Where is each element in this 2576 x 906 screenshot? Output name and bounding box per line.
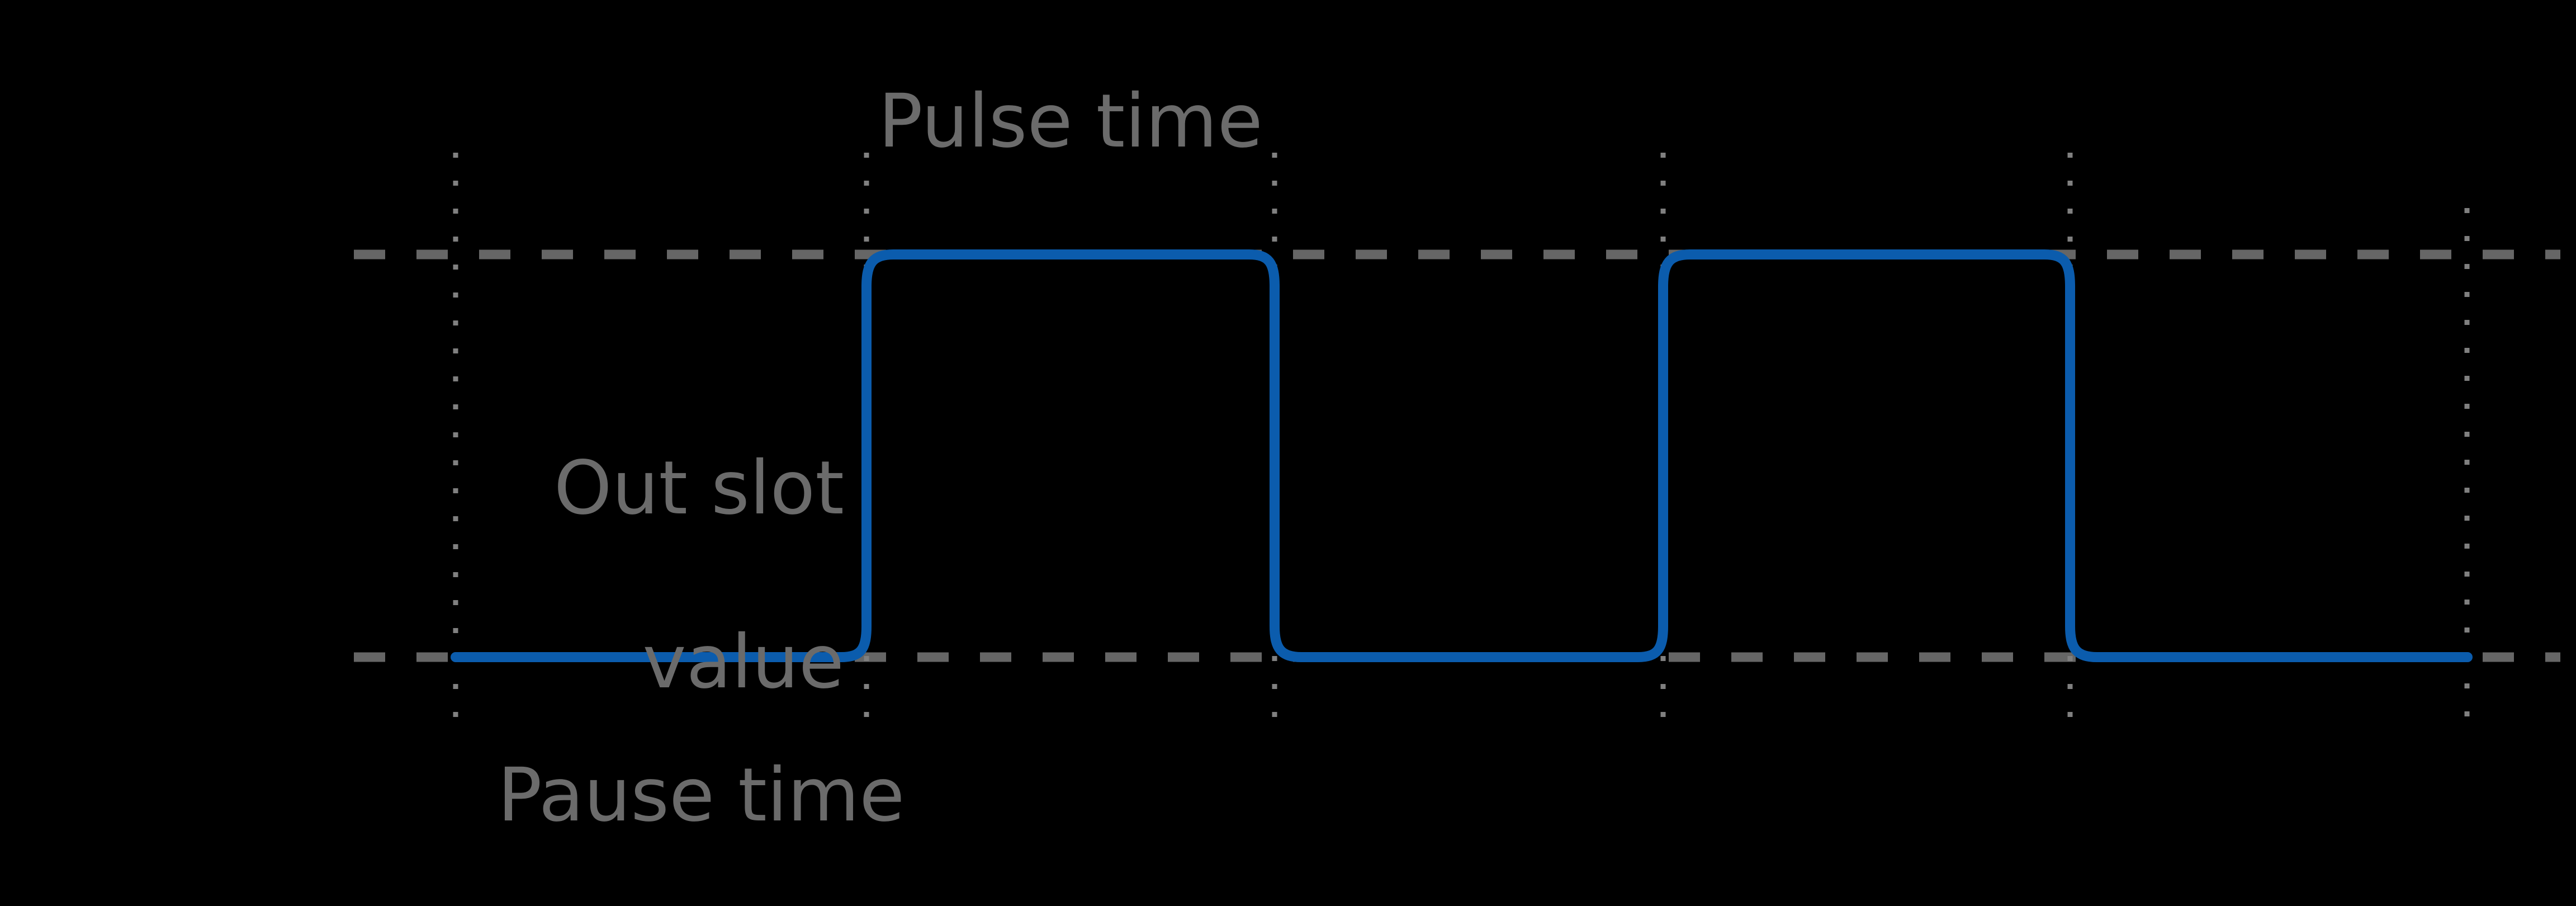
- pause-time-annotation: Pause time: [498, 752, 905, 838]
- out-slot-value-line-2: value: [642, 619, 844, 706]
- out-slot-value-line-1: Out slot: [553, 445, 844, 531]
- out-slot-value-waveform: [451, 249, 2473, 662]
- pulse-time-annotation: Pulse time: [878, 78, 1263, 164]
- out-slot-value-annotation: Out slot value: [173, 358, 844, 794]
